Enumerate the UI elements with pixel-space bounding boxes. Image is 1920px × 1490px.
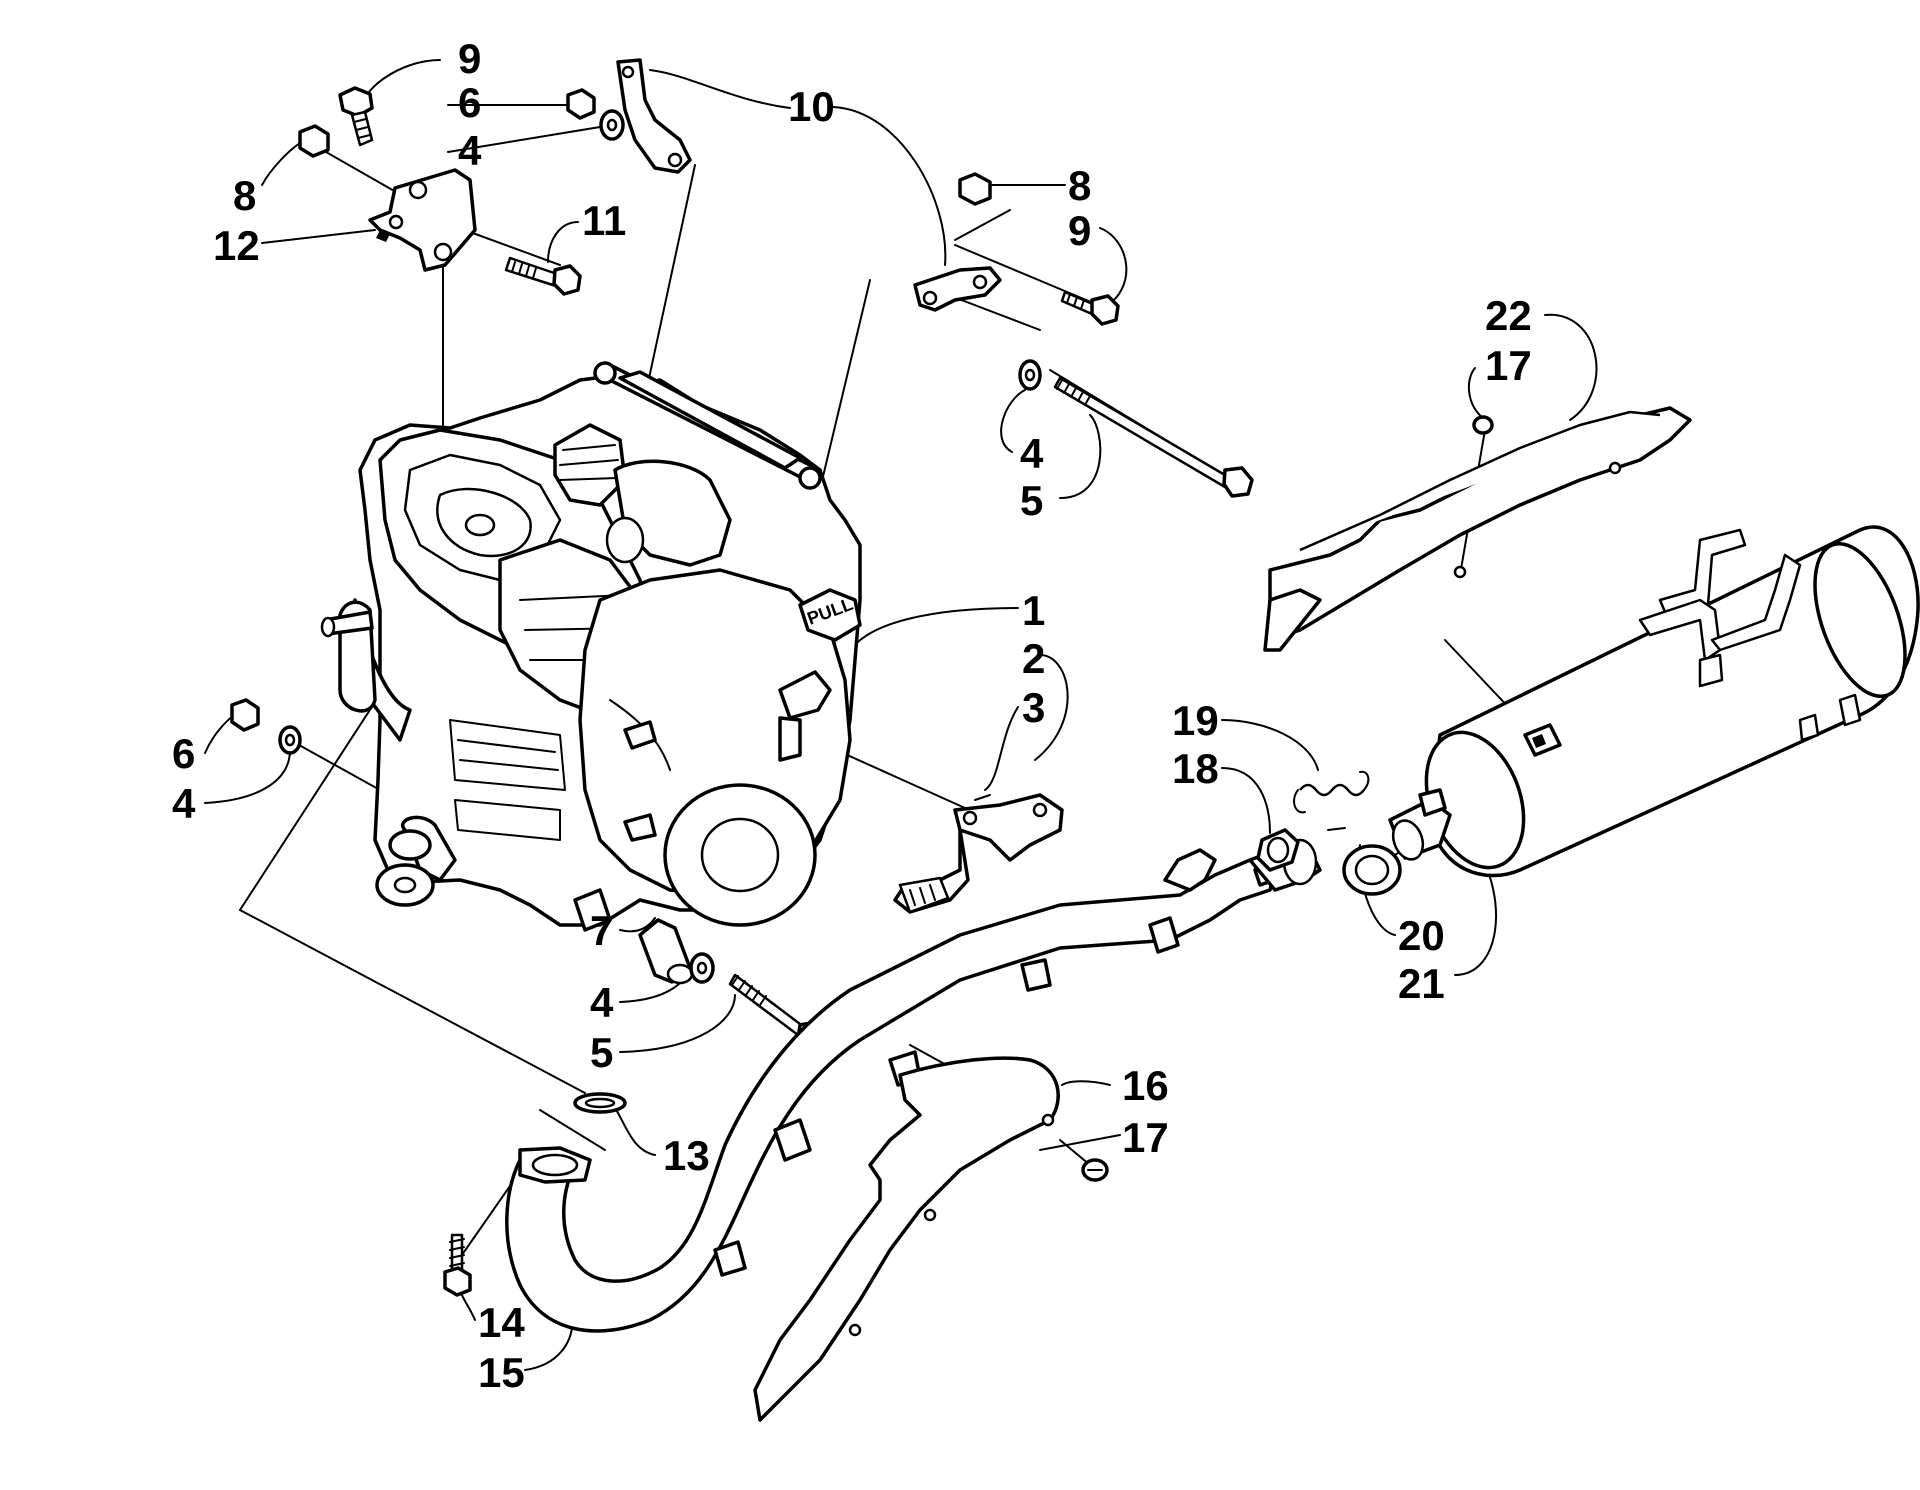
callout-19: 19	[1172, 697, 1219, 744]
callout-17-bottom: 17	[1122, 1114, 1169, 1161]
muffler-21	[1388, 525, 1920, 878]
bolt-5-right	[1053, 376, 1254, 498]
screw-17-bottom	[1081, 1158, 1109, 1182]
callout-8-right: 8	[1068, 162, 1091, 209]
callout-4-bottom: 4	[590, 979, 614, 1026]
callout-6-top: 6	[458, 79, 481, 126]
bolt-14	[443, 1233, 472, 1297]
callout-12: 12	[213, 222, 260, 269]
nut-6-top	[566, 88, 596, 120]
callout-9-top: 9	[458, 35, 481, 82]
callout-18: 18	[1172, 745, 1219, 792]
callout-8-top-left: 8	[233, 172, 256, 219]
callout-21: 21	[1398, 960, 1445, 1007]
washer-4-top	[599, 109, 625, 141]
washer-4-bottom	[689, 952, 715, 984]
nut-6-left	[230, 698, 260, 732]
bolt-9-top	[338, 86, 374, 147]
callout-11: 11	[582, 197, 626, 244]
callout-6-left: 6	[172, 730, 195, 777]
nut-8-top-left	[298, 124, 330, 158]
callout-7: 7	[590, 907, 613, 954]
callout-17-top: 17	[1485, 342, 1532, 389]
gasket-20	[1342, 844, 1402, 896]
callout-5-bottom: 5	[590, 1029, 613, 1076]
callout-labels: 9 6 4 8 12 11 10 8 9 4 5 1 2 3 6 4 7 4 5…	[172, 35, 1532, 1396]
shift-lever-assembly	[893, 793, 1064, 914]
engine-assembly: PULL	[320, 361, 862, 932]
exhaust-pipe-15	[505, 838, 1322, 1333]
callout-13: 13	[663, 1132, 710, 1179]
callout-9-right: 9	[1068, 207, 1091, 254]
callout-10: 10	[788, 83, 835, 130]
callout-1: 1	[1022, 587, 1045, 634]
gasket-13	[573, 1092, 627, 1114]
callout-4-right: 4	[1020, 430, 1044, 477]
callout-16: 16	[1122, 1062, 1169, 1109]
callout-4-left: 4	[172, 780, 196, 827]
grommet-18	[1256, 828, 1300, 872]
callout-14: 14	[478, 1299, 525, 1346]
callout-3: 3	[1022, 684, 1045, 731]
callout-4-top: 4	[458, 127, 482, 174]
spacer-7	[638, 918, 694, 985]
heat-shield-22	[1263, 406, 1692, 652]
screw-17-top	[1472, 415, 1494, 435]
nut-8-right	[958, 172, 992, 206]
heat-shield-16	[753, 1056, 1060, 1422]
bracket-10-top	[616, 58, 692, 174]
callout-5-right: 5	[1020, 477, 1043, 524]
bracket-10-right	[913, 266, 1002, 312]
bracket-12	[368, 168, 477, 272]
spring-19	[1293, 770, 1370, 814]
callout-20: 20	[1398, 912, 1445, 959]
bolt-9-right	[1060, 290, 1120, 326]
washer-4-right	[1018, 359, 1042, 391]
bolt-11	[504, 256, 582, 296]
callout-15: 15	[478, 1349, 525, 1396]
callout-2: 2	[1022, 635, 1045, 682]
washer-4-left	[278, 725, 302, 755]
callout-22: 22	[1485, 292, 1532, 339]
